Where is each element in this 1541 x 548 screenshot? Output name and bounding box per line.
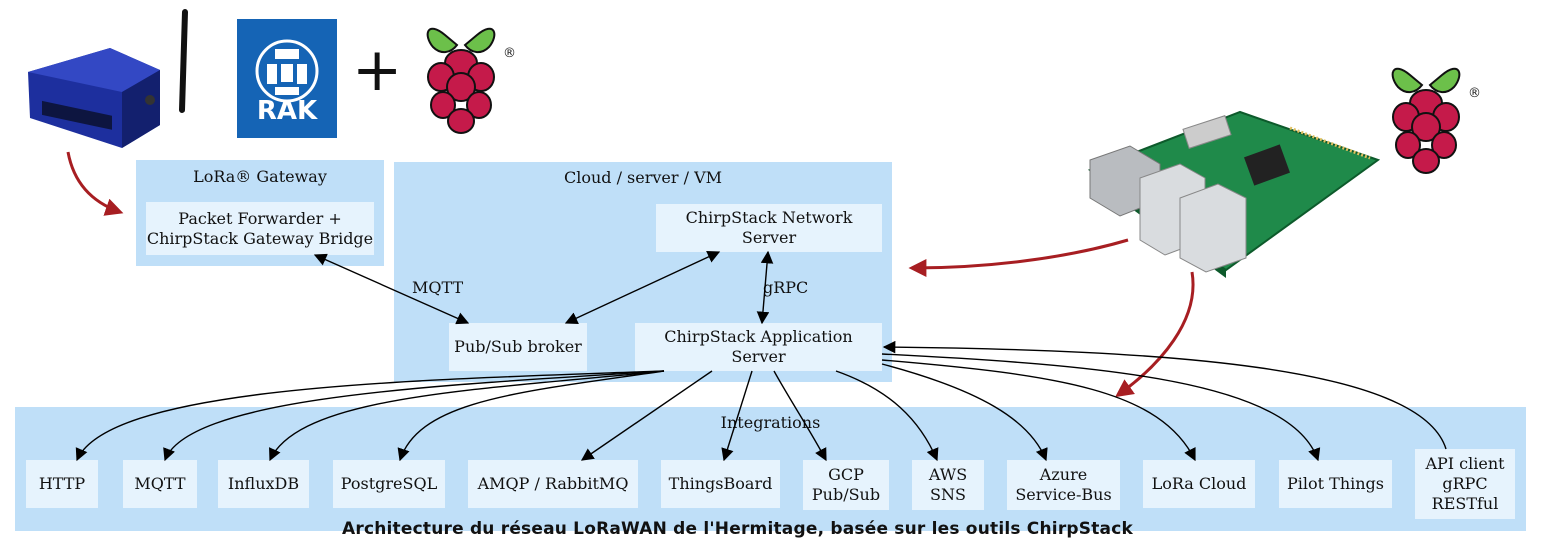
integration-lora-cloud: LoRa Cloud [1143,460,1255,508]
edge-aws [835,370,939,462]
edge-lora-cloud [881,359,1196,462]
integration-amqp-rabbitmq: AMQP / RabbitMQ [468,460,638,508]
integration-http: HTTP [26,460,98,508]
pubsub-broker-node: Pub/Sub broker [449,323,587,371]
gateway-broker-edge [313,253,470,325]
diagram-caption: Architecture du réseau LoRaWAN de l'Herm… [342,519,1133,539]
integration-azure-service-bus: Azure Service-Bus [1007,460,1120,510]
integration-thingsboard: ThingsBoard [661,460,780,508]
raspberry-pi-board-image [1087,110,1381,278]
edge-http [75,370,665,462]
rak-logo: RAK [237,19,337,138]
edge-pilot-things [881,353,1321,462]
integration-mqtt: MQTT [123,460,197,508]
integration-aws-sns: AWS SNS [912,460,984,510]
edge-gcp [773,370,827,462]
integration-influxdb: InfluxDB [218,460,309,508]
gateway-device-image [28,9,188,148]
network-server-node: ChirpStack Network Server [656,204,882,252]
packet-forwarder-node: Packet Forwarder + ChirpStack Gateway Br… [146,202,374,255]
application-server-node: ChirpStack Application Server [635,323,882,371]
raspberry-pi-logo-right [1391,67,1461,174]
integration-api-client: API client gRPC RESTful [1415,449,1515,519]
edge-amqp [580,370,713,461]
edge-azure [881,363,1048,462]
registered-mark-left: ® [503,46,516,61]
integrations-region-title: Integrations [720,413,821,432]
raspberry-pi-logo [426,27,496,134]
plus-sign: + [352,35,403,105]
grpc-edge-label: gRPC [763,278,809,297]
network-app-grpc-edge [756,250,774,325]
registered-mark-right: ® [1468,86,1481,101]
gateway-region-title: LoRa® Gateway [193,167,327,186]
edge-influxdb [269,370,665,462]
integration-gcp-pubsub: GCP Pub/Sub [803,460,889,510]
board-to-cloud-arrow [908,238,1129,277]
edge-mqtt [163,370,665,462]
cloud-region-title: Cloud / server / VM [563,168,723,187]
rak-emblem-icon [255,39,319,103]
edge-thingsboard [721,370,753,462]
board-to-integrations-arrow [1115,271,1195,398]
gateway-pointer-arrow [66,151,124,216]
rak-logo-text: RAK [256,96,318,126]
integration-pilot-things: Pilot Things [1279,460,1392,508]
edge-api-client [882,340,1447,450]
edge-postgresql [397,370,665,462]
network-broker-edge [564,251,721,324]
integration-postgresql: PostgreSQL [333,460,445,508]
